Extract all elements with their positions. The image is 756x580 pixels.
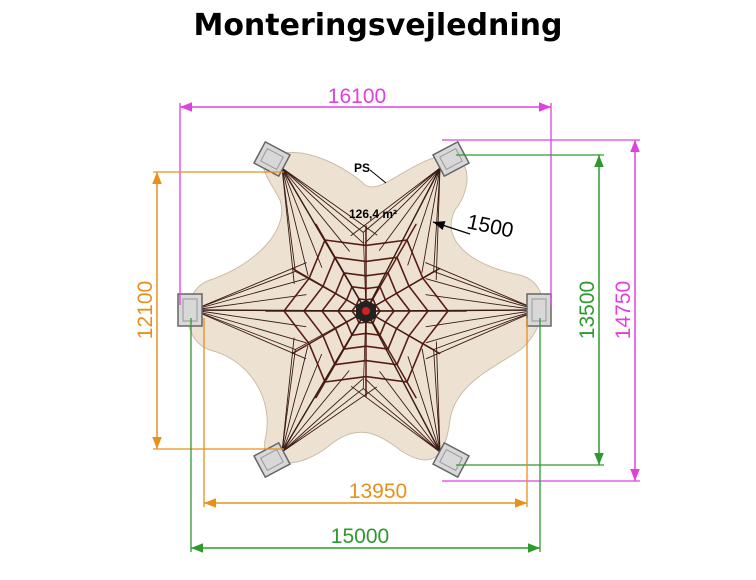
dimension-left-height-label: 12100 <box>134 281 157 339</box>
dimension-bottom-outer-width-label: 15000 <box>331 525 389 548</box>
dimension-bottom-outer-width: 15000 <box>190 318 541 553</box>
dimension-right-outer-height-label: 14750 <box>612 281 635 339</box>
post-left <box>177 293 203 327</box>
dimension-right-inner-height: 13500 <box>456 154 604 466</box>
dimension-left-height: 12100 <box>134 171 284 450</box>
post-top-left <box>252 140 292 178</box>
ps-label: PS <box>354 161 370 175</box>
safety-zone-label: 1500 <box>465 210 515 242</box>
rope-net <box>192 167 539 453</box>
area-label: 126,4 m² <box>349 207 397 221</box>
post-top-right <box>431 140 471 178</box>
post-bottom-right <box>431 441 471 479</box>
page-title: Monteringsvejledning <box>193 8 563 43</box>
dimension-top-width: 16100 <box>179 85 552 305</box>
center-hub <box>356 300 376 323</box>
dimension-bottom-inner-width-label: 13950 <box>349 480 407 503</box>
dimension-top-width-label: 16100 <box>328 85 386 108</box>
dimension-right-inner-height-label: 13500 <box>576 281 599 339</box>
ps-callout: PS <box>354 161 387 184</box>
dimension-right-outer-height: 14750 <box>442 139 640 482</box>
dimension-bottom-inner-width: 13950 <box>203 318 528 508</box>
post-right <box>526 293 552 327</box>
